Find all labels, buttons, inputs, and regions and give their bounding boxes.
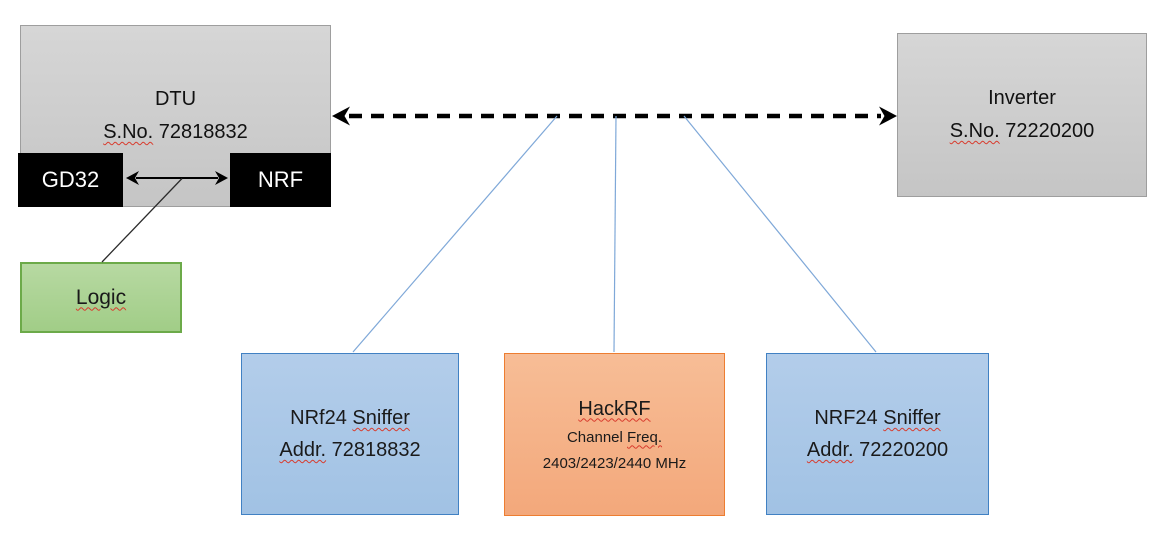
dashed-link-left-arrowhead-icon bbox=[332, 106, 350, 126]
gd32-label: GD32 bbox=[41, 167, 100, 192]
dtu-title-text: DTU bbox=[154, 88, 197, 110]
inverter-serial-value: 72220200 bbox=[1005, 120, 1095, 142]
sniffer-right-name-prefix: NRF24 bbox=[814, 407, 878, 429]
gd32-box: GD32 bbox=[18, 153, 123, 207]
hackrf-channel-prefix: Channel bbox=[566, 428, 623, 446]
nrf-label: NRF bbox=[257, 167, 304, 192]
hackrf-channel-word: Freq. bbox=[627, 428, 663, 446]
sniffer-left-addr-label: Addr. bbox=[279, 439, 327, 461]
hackrf-box: HackRF Channel Freq. 2403/2423/2440 MHz bbox=[504, 353, 725, 516]
hackrf-title: HackRF bbox=[578, 393, 650, 425]
hackrf-channel-line: Channel Freq. bbox=[567, 425, 662, 451]
hackrf-frequencies-text: 2403/2423/2440 MHz bbox=[542, 454, 687, 472]
dtu-title: DTU bbox=[155, 83, 196, 116]
dtu-serial-value: 72818832 bbox=[158, 121, 248, 143]
sniffer-right-box: NRF24 Sniffer Addr. 72220200 bbox=[766, 353, 989, 515]
inverter-serial-label: S.No. bbox=[949, 120, 1000, 142]
inverter-title-text: Inverter bbox=[988, 87, 1056, 109]
sniffer-right-name-word: Sniffer bbox=[883, 407, 941, 429]
hackrf-title-text: HackRF bbox=[578, 397, 651, 420]
sniffer-left-name-prefix: NRf24 bbox=[290, 407, 347, 429]
sniffer-right-addr: Addr. 72220200 bbox=[807, 434, 948, 466]
sniffer-left-box: NRf24 Sniffer Addr. 72818832 bbox=[241, 353, 459, 515]
logic-label: Logic bbox=[75, 285, 127, 309]
hackrf-frequencies: 2403/2423/2440 MHz bbox=[543, 451, 686, 477]
dtu-serial-label: S.No. bbox=[103, 121, 154, 143]
sniffer-right-connector-line bbox=[683, 115, 877, 353]
inverter-title: Inverter bbox=[988, 82, 1056, 115]
inverter-box: Inverter S.No. 72220200 bbox=[897, 33, 1147, 197]
sniffer-left-name: NRf24 Sniffer bbox=[290, 402, 410, 434]
sniffer-right-name: NRF24 Sniffer bbox=[814, 402, 940, 434]
logic-box: Logic bbox=[20, 262, 182, 333]
sniffer-left-name-word: Sniffer bbox=[352, 407, 410, 429]
inverter-serial: S.No. 72220200 bbox=[950, 115, 1095, 148]
hackrf-connector-line bbox=[613, 115, 617, 353]
nrf-box: NRF bbox=[230, 153, 331, 207]
dashed-link-right-arrowhead-icon bbox=[879, 106, 897, 126]
dtu-serial: S.No. 72818832 bbox=[103, 116, 248, 149]
sniffer-left-addr-value: 72818832 bbox=[331, 439, 421, 461]
sniffer-right-addr-label: Addr. bbox=[806, 439, 854, 461]
sniffer-left-connector-line bbox=[352, 115, 558, 353]
sniffer-left-addr: Addr. 72818832 bbox=[279, 434, 420, 466]
sniffer-right-addr-value: 72220200 bbox=[859, 439, 949, 461]
